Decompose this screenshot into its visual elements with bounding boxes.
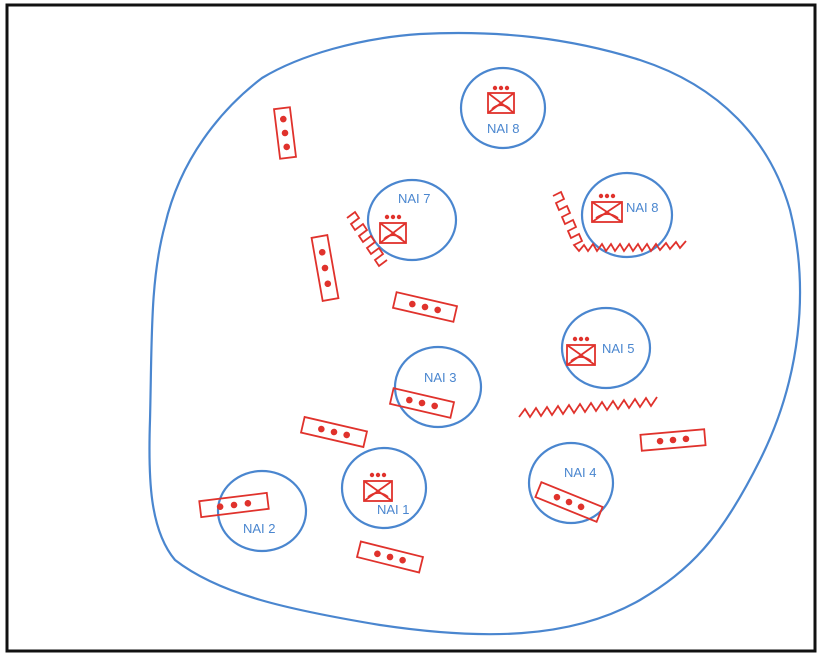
hq-symbol-nai-8-top [487, 85, 515, 114]
unit-symbol-4 [388, 387, 456, 419]
obstacle-line-nai-8 [552, 190, 687, 253]
area-boundary [148, 31, 802, 636]
obstacle-line-nai-7 [346, 210, 388, 268]
nai-1-circle [340, 446, 428, 530]
unit-symbol-3 [391, 291, 459, 323]
nai-8-top-circle [459, 66, 547, 150]
unit-symbol-9 [355, 540, 425, 574]
nai-5-circle [560, 306, 652, 390]
hq-symbol-nai-7 [379, 214, 407, 244]
unit-symbol-5 [299, 415, 369, 449]
nai-7-label: NAI 7 [398, 191, 431, 206]
nai-3-circle [393, 345, 483, 429]
nai-8-right-label: NAI 8 [626, 200, 659, 215]
unit-symbol-1 [273, 106, 297, 160]
hq-symbol-nai-8-right [591, 193, 623, 223]
unit-symbol-2 [310, 234, 340, 302]
nai-8-right-circle [580, 171, 674, 259]
nai-3-label: NAI 3 [424, 370, 457, 385]
unit-symbol-7 [534, 481, 604, 523]
nai-7-circle [366, 178, 458, 262]
hq-symbol-nai-5 [566, 336, 596, 366]
nai-2-label: NAI 2 [243, 521, 276, 536]
nai-1-label: NAI 1 [377, 502, 410, 517]
unit-symbol-8 [198, 491, 270, 519]
frame-border [5, 3, 817, 653]
obstacle-line-south [518, 396, 658, 419]
nai-2-circle [216, 469, 308, 553]
nai-5-label: NAI 5 [602, 341, 635, 356]
nai-8-top-label: NAI 8 [487, 121, 520, 136]
nai-4-circle [527, 441, 615, 525]
hq-symbol-nai-1 [363, 472, 393, 502]
unit-symbol-6 [639, 428, 707, 452]
nai-4-label: NAI 4 [564, 465, 597, 480]
